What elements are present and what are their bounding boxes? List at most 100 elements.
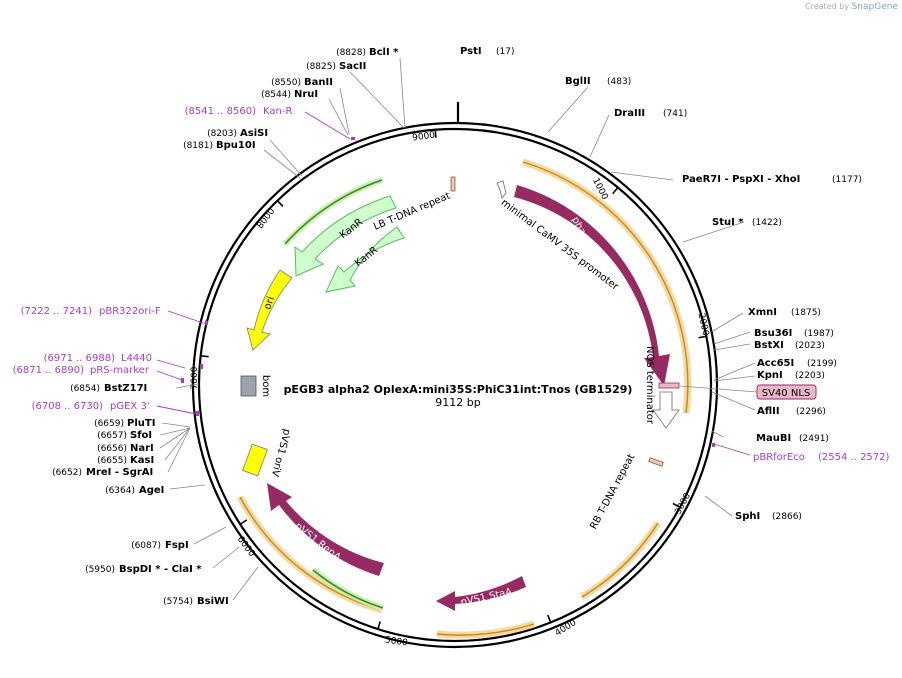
tick-mark-2000 [698,335,707,339]
svg-text:XmnI: XmnI [748,307,777,318]
orf-arc-green-top-line [284,179,383,245]
svg-text:BsiWI: BsiWI [197,596,229,607]
svg-text:(6708 .. 6730): (6708 .. 6730) [32,401,104,412]
svg-text:PstI: PstI [460,46,482,57]
feature-label-pvs1-repa: pVS1 RepA [293,521,343,564]
sv40-label: SV40 NLS [762,388,811,399]
svg-text:(6364): (6364) [105,486,135,496]
feature-lb-tdna-repeat[interactable] [450,176,456,192]
tick-mark-1000 [612,186,619,195]
orf-arc-repa-line [239,496,383,611]
feature-label-bom: bom [260,375,271,397]
svg-text:KasI: KasI [130,455,154,466]
svg-text:BglII: BglII [565,76,591,87]
svg-text:(7222 .. 7241): (7222 .. 7241) [21,306,93,317]
feature-nos-terminator[interactable] [652,391,680,429]
feature-label-ori: ori [262,295,277,311]
feature-minimal-35s-promoter[interactable] [496,180,507,199]
svg-text:(5950): (5950) [85,565,115,575]
svg-text:AsiSI: AsiSI [240,128,268,139]
tick-mark-7000 [200,354,209,358]
feature-rb-tdna-repeat[interactable] [648,457,664,467]
svg-text:pGEX 3': pGEX 3' [110,401,150,412]
tick-label-2000: 2000 [696,312,711,337]
svg-text:(1177): (1177) [832,175,862,185]
feature-label-pvs1-staa: pVS1 StaA [460,587,514,609]
svg-text:(2296): (2296) [796,407,826,417]
svg-text:(1422): (1422) [752,218,782,228]
svg-text:BstXI: BstXI [754,340,784,351]
tick-label-4000: 4000 [554,618,579,639]
svg-text:MauBI: MauBI [756,433,791,444]
feature-kanr-outer[interactable] [294,195,397,277]
svg-text:KpnI: KpnI [757,370,783,381]
svg-text:(6655): (6655) [97,456,127,466]
svg-text:AflII: AflII [757,406,780,417]
feature-label-rb-tdna: RB T-DNA repeat [588,452,637,531]
svg-text:(8825): (8825) [306,62,336,72]
feature-label-kanr-inner: KanR [353,245,380,270]
tick-label-5000: 5000 [384,635,408,648]
orf-arc-bottom-line [436,623,535,636]
svg-text:(8544): (8544) [261,90,291,100]
feature-sv40-nls[interactable] [658,382,680,389]
svg-text:NarI: NarI [130,443,154,454]
tick-mark-9000 [434,129,437,138]
feature-kanr-inner[interactable] [325,226,405,293]
svg-text:(2491): (2491) [799,434,829,444]
svg-text:(2199): (2199) [807,359,837,369]
svg-text:NruI: NruI [294,89,318,100]
feature-pvs1-oriv[interactable] [242,443,268,477]
svg-text:(2866): (2866) [772,512,802,522]
svg-text:SacII: SacII [339,61,366,72]
orf-arc-staa-line [581,522,659,598]
feature-bom[interactable] [240,375,257,397]
svg-text:PluTI: PluTI [127,418,155,429]
svg-text:(6871 .. 6890): (6871 .. 6890) [13,365,85,376]
tick-mark-8000 [276,200,284,207]
tick-label-3000: 3000 [673,491,693,516]
svg-text:(8541 .. 8560): (8541 .. 8560) [185,106,257,117]
sv40-leader [679,385,758,393]
orf-arc-staa [580,521,661,600]
svg-text:(1875): (1875) [791,308,821,318]
snapgene-watermark: Created by SnapGene [805,2,898,12]
feature-label-nos: NOS terminator [644,346,655,425]
sv40-label-box [756,384,817,400]
primer-labels: (8541 .. 8560) Kan-R (7222 .. 7241) pBR3… [13,106,890,463]
svg-text:SphI: SphI [735,511,760,522]
primer-marks [181,137,715,447]
plasmid-length: 9112 bp [435,396,480,409]
svg-text:(2203): (2203) [795,371,825,381]
svg-text:(6854): (6854) [70,384,100,394]
tick-mark-3000 [672,502,681,508]
tick-mark-6000 [239,519,248,525]
enzyme-labels: (8828) BclI * (8825) SacII (8550) BanII … [52,46,862,607]
svg-text:(17): (17) [496,47,514,57]
backbone-inner-ring [197,127,713,643]
primer-leaders [156,111,751,456]
svg-text:Bsu36I: Bsu36I [754,328,792,339]
svg-text:FspI: FspI [165,540,189,551]
svg-text:MreI - SgrAI: MreI - SgrAI [86,467,153,478]
feature-pvs1-staa[interactable] [436,576,526,611]
svg-text:DraIII: DraIII [614,108,645,119]
svg-text:BspDI * - ClaI *: BspDI * - ClaI * [119,564,202,575]
svg-text:SfoI: SfoI [130,430,152,441]
svg-text:Kan-R: Kan-R [263,106,292,117]
feature-pvs1-repa[interactable] [267,483,384,576]
svg-text:(6652): (6652) [52,468,82,478]
svg-text:pBR322ori-F: pBR322ori-F [99,306,161,317]
svg-text:BclI *: BclI * [369,47,399,58]
feature-ori[interactable] [246,269,293,351]
feature-label-pvs1-oriv: pVS1 oriV [269,428,292,478]
svg-text:(1987): (1987) [804,329,834,339]
plasmid-title: pEGB3 alpha2 OplexA:mini35S:PhiC31int:Tn… [284,383,633,396]
tick-label-9000: 9000 [412,130,436,143]
svg-text:pRS-marker: pRS-marker [90,365,150,376]
svg-text:(8181): (8181) [183,141,213,151]
svg-text:PaeR7I - PspXI - XhoI: PaeR7I - PspXI - XhoI [682,174,800,185]
svg-text:(8203): (8203) [207,129,237,139]
feature-phic31-integrase[interactable] [514,185,670,386]
